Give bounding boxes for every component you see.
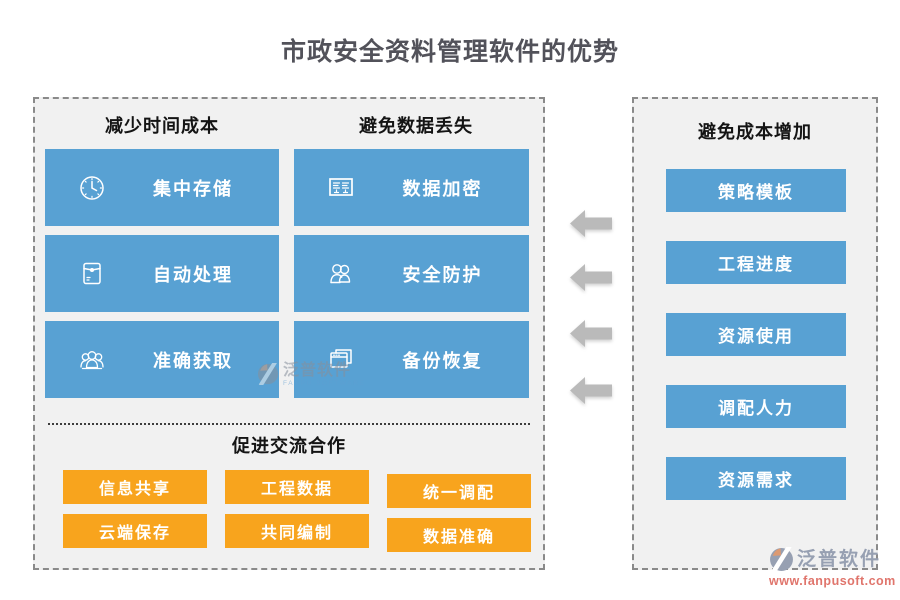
feature-data-encryption: 数据加密 xyxy=(294,149,529,226)
feature-label: 备份恢复 xyxy=(402,350,483,371)
feature-centralized-storage: 集中存储 xyxy=(45,149,279,226)
two-users-icon xyxy=(326,259,356,289)
cooperation-header: 促进交流合作 xyxy=(232,436,346,456)
encrypted-list-icon xyxy=(326,173,356,203)
tag-project-data: 工程数据 xyxy=(225,470,369,504)
feature-auto-processing: 自动处理 xyxy=(45,235,279,312)
tag-unified-allocation: 统一调配 xyxy=(387,474,531,508)
feature-label: 集中存储 xyxy=(153,178,233,199)
column-header-cost-increase: 避免成本增加 xyxy=(698,122,812,142)
item-resource-usage: 资源使用 xyxy=(666,313,846,356)
feature-backup-recovery: 备份恢复 xyxy=(294,321,529,398)
cooperation-grid: 信息共享 工程数据 统一调配 云端保存 共同编制 数据准确 xyxy=(63,470,531,552)
document-pouch-icon xyxy=(77,259,107,289)
item-manpower-allocation: 调配人力 xyxy=(666,385,846,428)
left-arrow-icon xyxy=(570,377,612,404)
right-panel: 避免成本增加 策略模板 工程进度 资源使用 调配人力 资源需求 xyxy=(632,97,878,570)
left-arrow-icon xyxy=(570,320,612,347)
item-strategy-template: 策略模板 xyxy=(666,169,846,212)
feature-grid: 集中存储 数据加密 xyxy=(45,149,529,398)
fanpu-logo-icon xyxy=(769,547,794,572)
tag-data-accuracy: 数据准确 xyxy=(387,518,531,552)
user-group-icon xyxy=(77,345,107,375)
tag-info-sharing: 信息共享 xyxy=(63,470,207,504)
feature-accurate-retrieval: 准确获取 xyxy=(45,321,279,398)
window-stack-icon xyxy=(326,345,356,375)
left-arrow-icon xyxy=(570,264,612,291)
brand-footer: 泛普软件 www.fanpusoft.com xyxy=(769,547,896,588)
brand-name: 泛普软件 xyxy=(797,549,882,570)
left-arrow-icon xyxy=(570,210,612,237)
feature-label: 准确获取 xyxy=(153,350,233,371)
feature-security-protection: 安全防护 xyxy=(294,235,529,312)
brand-url: www.fanpusoft.com xyxy=(769,574,896,588)
clock-icon xyxy=(77,173,107,203)
left-panel-headers: 减少时间成本 避免数据丢失 xyxy=(35,112,543,138)
column-header-data-loss: 避免数据丢失 xyxy=(359,116,473,136)
tag-joint-compilation: 共同编制 xyxy=(225,514,369,548)
section-divider xyxy=(48,423,530,425)
feature-label: 数据加密 xyxy=(402,178,483,199)
left-panel: 减少时间成本 避免数据丢失 集中存储 xyxy=(33,97,545,570)
tag-cloud-storage: 云端保存 xyxy=(63,514,207,548)
item-resource-demand: 资源需求 xyxy=(666,457,846,500)
feature-label: 安全防护 xyxy=(402,264,483,285)
cost-buttons: 策略模板 工程进度 资源使用 调配人力 资源需求 xyxy=(666,169,846,500)
page-title: 市政安全资料管理软件的优势 xyxy=(280,38,619,66)
item-project-progress: 工程进度 xyxy=(666,241,846,284)
column-header-time-cost: 减少时间成本 xyxy=(105,116,219,136)
feature-label: 自动处理 xyxy=(153,264,233,285)
